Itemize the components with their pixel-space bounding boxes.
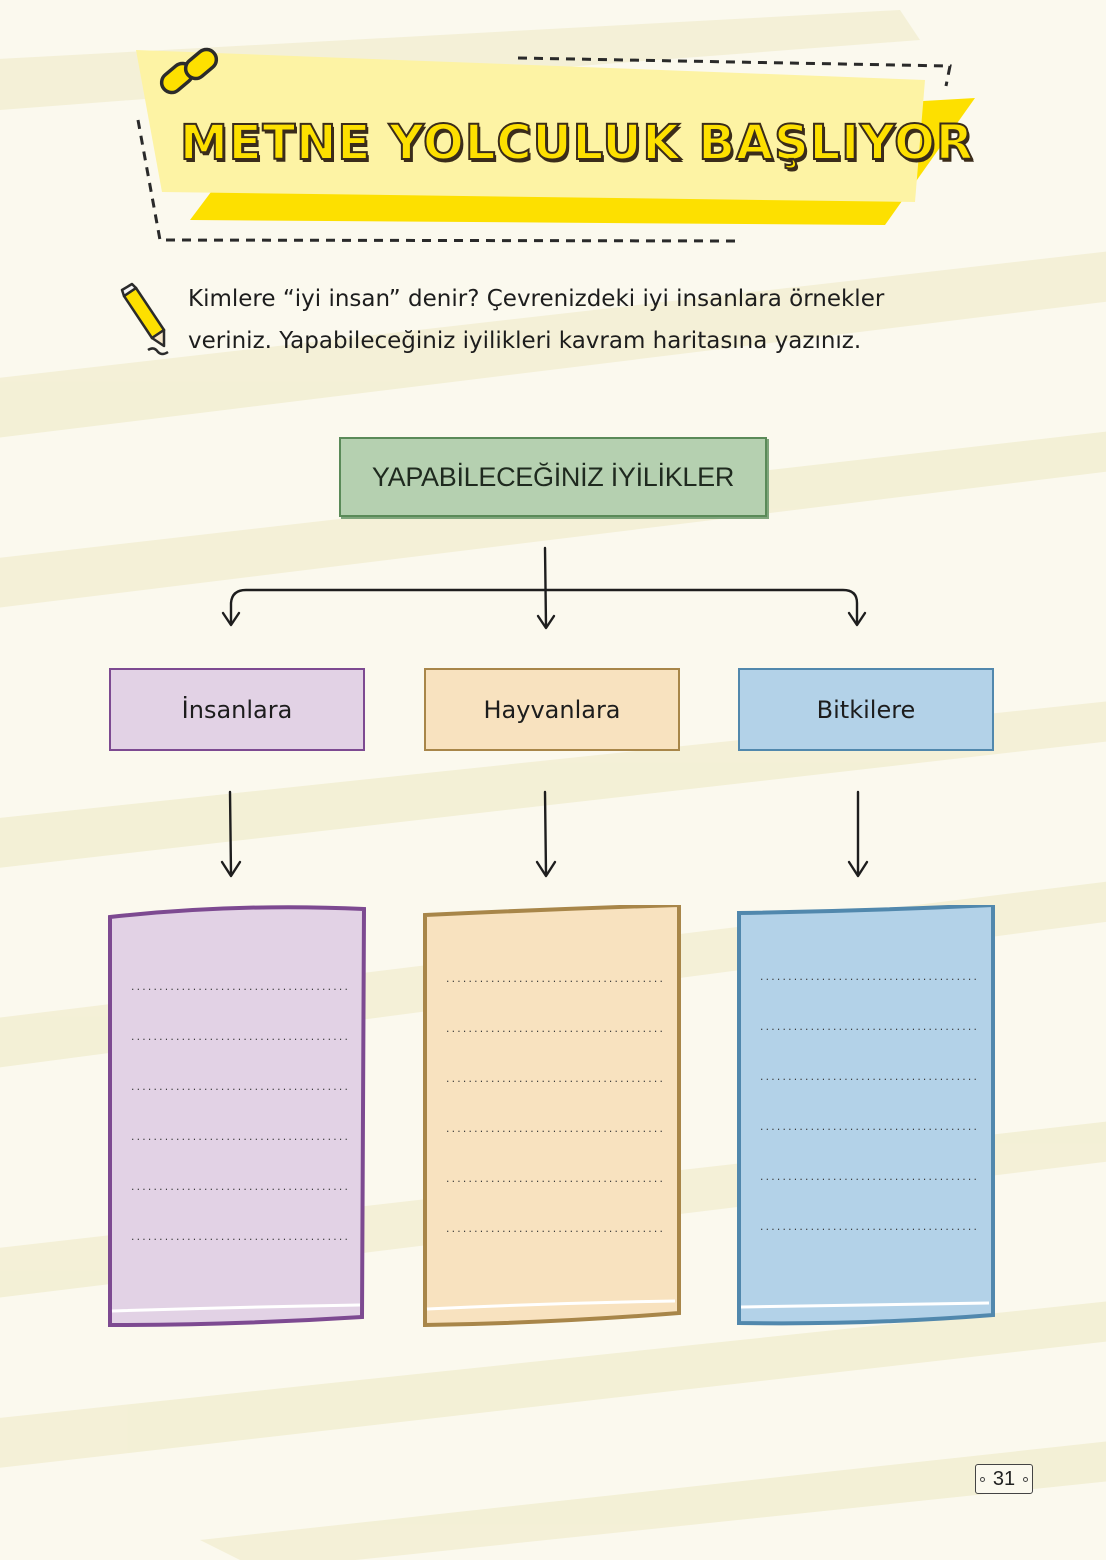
concept-map-main-box: YAPABİLECEĞİNİZ İYİLİKLER: [339, 437, 767, 517]
answer-line[interactable]: ........................................…: [130, 983, 348, 993]
answer-line[interactable]: ........................................…: [445, 1125, 663, 1135]
page-number-text: 31: [992, 1467, 1016, 1490]
answer-lines: ........................................…: [445, 955, 663, 1255]
instructions-text: Kimlere “iyi insan” denir? Çevrenizdeki …: [188, 278, 988, 362]
answer-line[interactable]: ........................................…: [445, 1175, 663, 1185]
category-box-hayvanlara: Hayvanlara: [424, 668, 680, 751]
chain-link-icon: [159, 47, 219, 95]
writing-panel-bitkilere[interactable]: ........................................…: [737, 905, 995, 1330]
answer-line[interactable]: ........................................…: [759, 1223, 977, 1233]
decorative-dot-icon: [1023, 1477, 1028, 1482]
answer-line[interactable]: ........................................…: [759, 973, 977, 983]
answer-line[interactable]: ........................................…: [759, 1123, 977, 1133]
pencil-icon: [120, 282, 169, 356]
panel-shape: [108, 905, 366, 1328]
answer-lines: ........................................…: [759, 953, 977, 1253]
answer-line[interactable]: ........................................…: [759, 1023, 977, 1033]
answer-line[interactable]: ........................................…: [445, 1025, 663, 1035]
answer-line[interactable]: ........................................…: [445, 1225, 663, 1235]
answer-line[interactable]: ........................................…: [445, 1075, 663, 1085]
answer-line[interactable]: ........................................…: [445, 975, 663, 985]
answer-line[interactable]: ........................................…: [130, 1033, 348, 1043]
answer-line[interactable]: ........................................…: [130, 1183, 348, 1193]
page-title: METNE YOLCULUK BAŞLIYOR: [179, 114, 974, 172]
answer-line[interactable]: ........................................…: [759, 1073, 977, 1083]
answer-line[interactable]: ........................................…: [130, 1233, 348, 1243]
title-banner: [136, 50, 975, 243]
answer-line[interactable]: ........................................…: [759, 1173, 977, 1183]
answer-lines: ........................................…: [130, 963, 348, 1263]
answer-line[interactable]: ........................................…: [130, 1133, 348, 1143]
panel-shape: [423, 905, 681, 1328]
panel-shape: [737, 905, 995, 1326]
writing-panel-insanlara[interactable]: ........................................…: [108, 905, 366, 1330]
decorative-dot-icon: [980, 1477, 985, 1482]
page-number: 31: [975, 1464, 1033, 1494]
category-box-insanlara: İnsanlara: [109, 668, 365, 751]
answer-line[interactable]: ........................................…: [130, 1083, 348, 1093]
instructions-line-2: veriniz. Yapabileceğiniz iyilikleri kavr…: [188, 328, 862, 354]
instructions-line-1: Kimlere “iyi insan” denir? Çevrenizdeki …: [188, 286, 885, 312]
category-box-bitkilere: Bitkilere: [738, 668, 994, 751]
writing-panel-hayvanlara[interactable]: ........................................…: [423, 905, 681, 1330]
